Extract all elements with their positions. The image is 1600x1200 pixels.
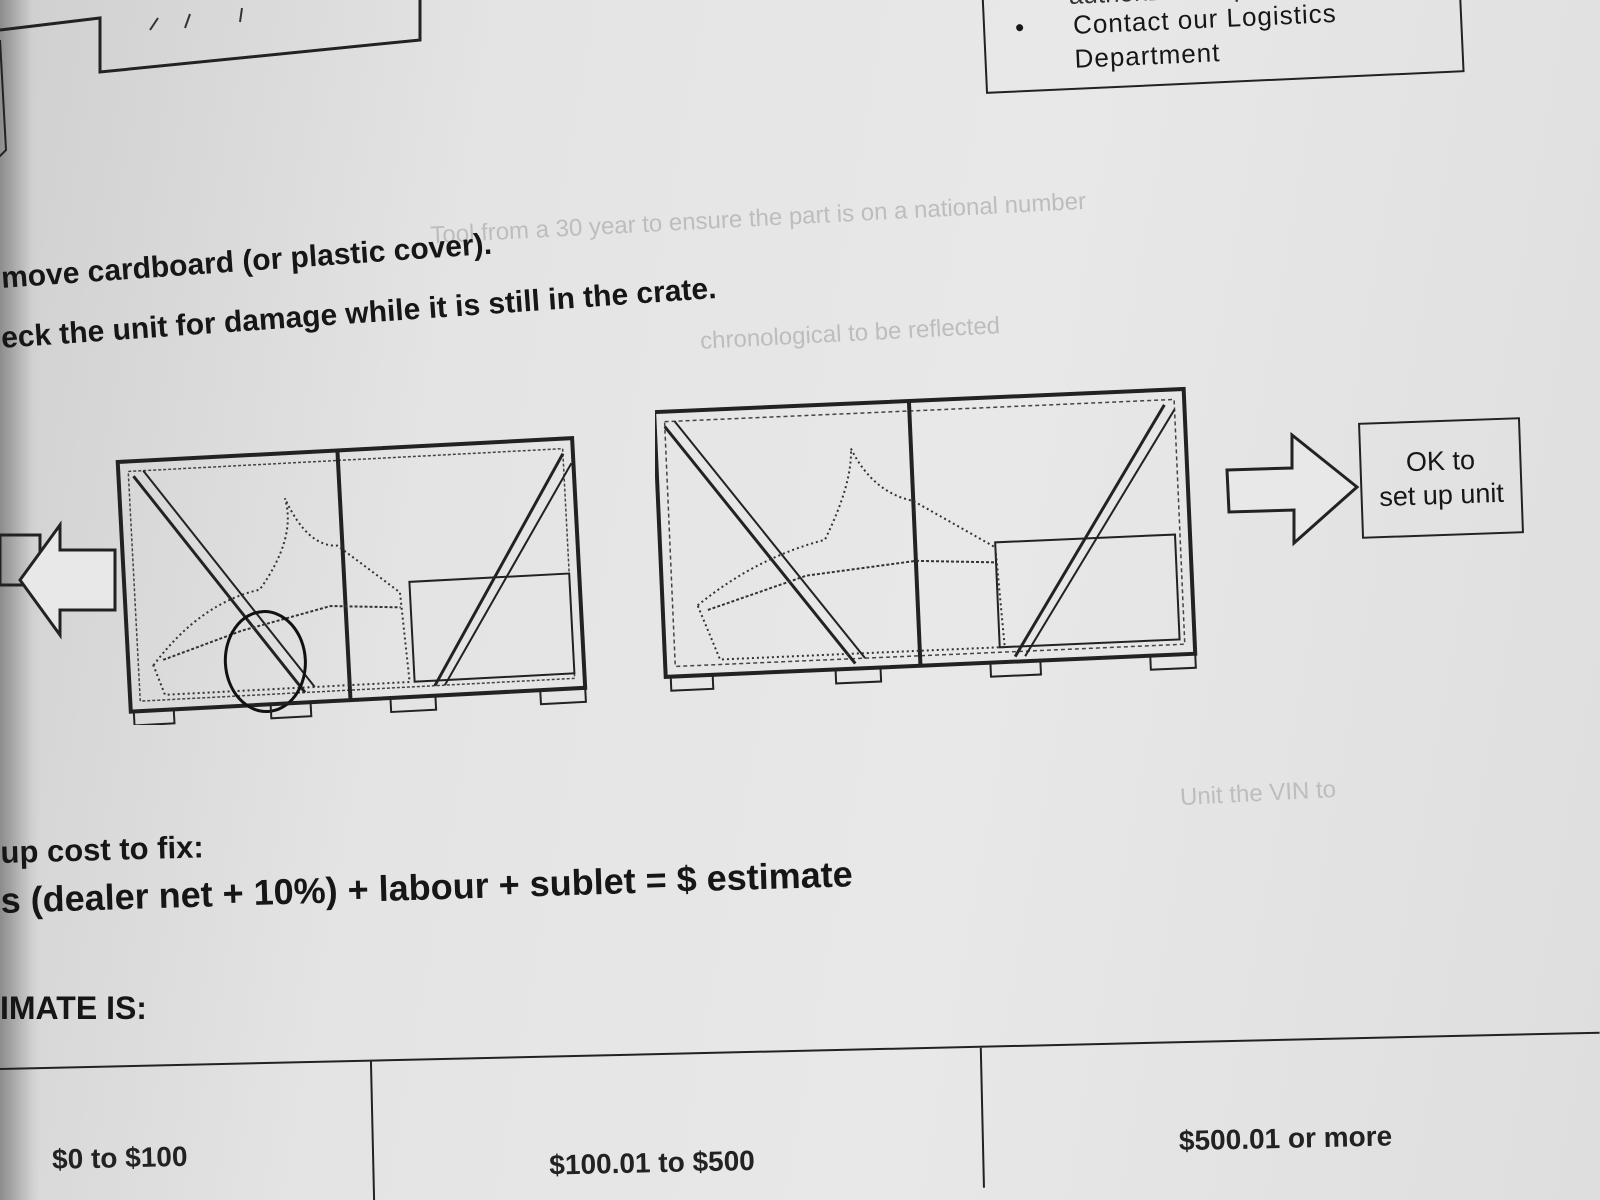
table-cell: $500.01 or more xyxy=(982,1034,1600,1188)
range-label-high: $500.01 or more xyxy=(1178,1120,1393,1157)
table-cell: $0 to $100 xyxy=(0,1061,376,1200)
table-cell: $100.01 to $500 xyxy=(371,1047,985,1200)
logistics-list: • Contact our Logistics Department xyxy=(1014,0,1435,78)
left-arrow-icon xyxy=(18,520,117,640)
ok-crate-illustration xyxy=(655,386,1198,692)
cost-to-fix-label: up cost to fix: xyxy=(0,829,205,870)
flow-shape xyxy=(0,0,422,158)
range-label-low: $0 to $100 xyxy=(51,1140,188,1175)
estimate-heading: IMATE IS: xyxy=(0,990,147,1026)
logistics-note-box: authorized emp • Contact our Logistics D… xyxy=(980,0,1465,94)
right-arrow-icon xyxy=(1225,431,1360,547)
ok-to-setup-box: OK to set up unit xyxy=(1358,417,1524,539)
logistics-contact-text: Contact our Logistics Department xyxy=(1072,0,1338,74)
list-item: • Contact our Logistics Department xyxy=(1014,0,1435,78)
ok-box-line2: set up unit xyxy=(1378,477,1505,513)
range-label-mid: $100.01 to $500 xyxy=(548,1144,756,1181)
damaged-crate-illustration xyxy=(0,436,588,725)
instruction-remove-cover: move cardboard (or plastic cover). xyxy=(0,227,493,295)
estimate-range-table: $0 to $100 $100.01 to $500 $500.01 or mo… xyxy=(0,1031,1600,1200)
ok-box-line1: OK to xyxy=(1405,444,1476,478)
bullet-icon: • xyxy=(1014,12,1026,43)
